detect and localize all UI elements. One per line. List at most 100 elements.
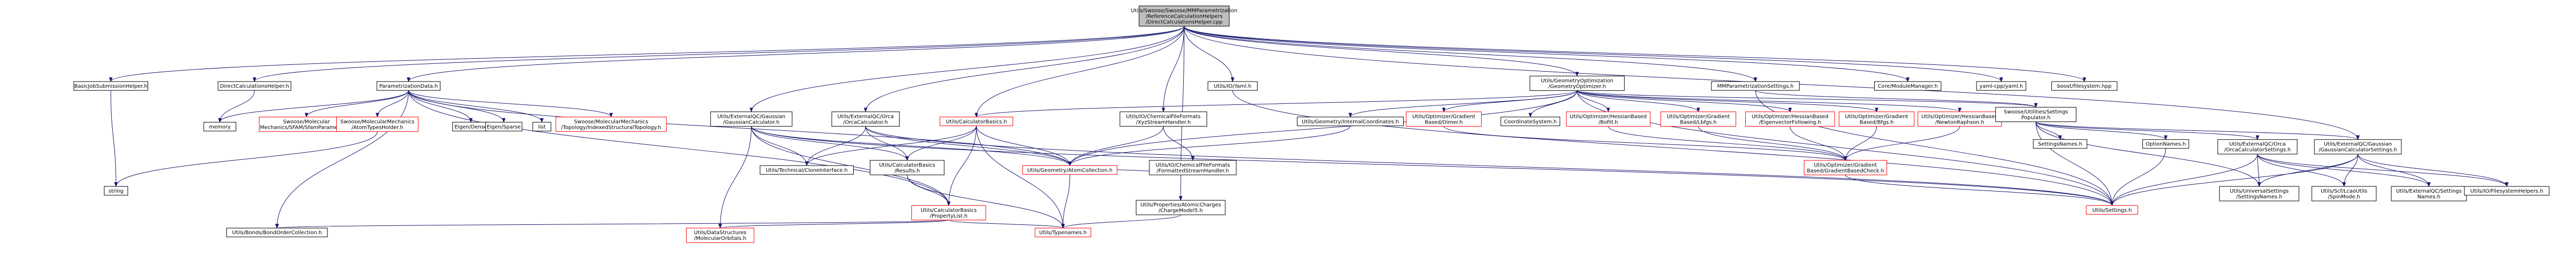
node-box[interactable] xyxy=(376,81,441,91)
node-box[interactable] xyxy=(2219,186,2299,201)
node-box[interactable] xyxy=(2033,139,2087,149)
node-gaussiancalc[interactable]: Utils/ExternalQC/Gaussian/GaussianCalcul… xyxy=(710,111,793,127)
node-basicjob[interactable]: BasicJobSubmissionHelper.h xyxy=(73,81,148,91)
node-box[interactable] xyxy=(1566,111,1651,127)
node-box[interactable] xyxy=(2142,139,2189,149)
node-memory[interactable]: memory xyxy=(203,122,237,131)
node-settingsh[interactable]: Utils/Settings.h xyxy=(2086,205,2138,215)
node-box[interactable] xyxy=(1803,160,1887,176)
node-directcalc[interactable]: DirectCalculationsHelper.h xyxy=(217,81,292,91)
node-fshelpers[interactable]: Utils/IO/FilesystemHelpers.h xyxy=(2464,186,2549,196)
node-formattedhandler[interactable]: Utils/IO/ChemicalFileFormats/FormattedSt… xyxy=(1149,160,1237,176)
node-yamlcpp[interactable]: yaml-cpp/yaml.h xyxy=(1976,81,2026,91)
node-molorbitals[interactable]: Utils/DataStructures/MolecularOrbitals.h xyxy=(686,227,754,243)
node-box[interactable] xyxy=(2311,186,2377,201)
node-box[interactable] xyxy=(1745,111,1835,127)
node-box[interactable] xyxy=(2086,205,2138,215)
node-box[interactable] xyxy=(2217,139,2298,155)
node-gradientbasedcheck[interactable]: Utils/Optimizer/GradientBased/GradientBa… xyxy=(1803,160,1887,176)
node-evfollow[interactable]: Utils/Optimizer/HessianBased/Eigenvector… xyxy=(1745,111,1835,127)
edge-gaussiansettings-to-fshelpers xyxy=(2357,154,2509,187)
node-box[interactable] xyxy=(1976,81,2026,91)
node-xyzhandler[interactable]: Utils/IO/ChemicalFileFormats/XyzStreamHa… xyxy=(1119,111,1207,127)
node-box[interactable] xyxy=(1022,165,1118,175)
node-box[interactable] xyxy=(217,81,292,91)
node-box[interactable] xyxy=(1207,81,1258,91)
edge-internalcoords-to-atomcollection xyxy=(1068,126,1351,166)
node-box[interactable] xyxy=(336,116,419,132)
node-box[interactable] xyxy=(1406,111,1482,127)
node-eigendense[interactable]: Eigen/Dense xyxy=(452,122,490,131)
node-box[interactable] xyxy=(1297,116,1404,126)
node-box[interactable] xyxy=(532,122,552,131)
node-boostfs[interactable]: boost/filesystem.hpp xyxy=(2051,81,2117,91)
node-box[interactable] xyxy=(1035,227,1091,237)
node-box[interactable] xyxy=(1874,81,1942,91)
node-spinmode[interactable]: Utils/Scf/LcaoUtils/SpinMode.h xyxy=(2311,186,2377,201)
node-coordsystem[interactable]: CoordinateSystem.h xyxy=(1500,116,1560,126)
node-box[interactable] xyxy=(2464,186,2549,196)
node-box[interactable] xyxy=(1529,75,1625,91)
node-atomtypes[interactable]: Swoose/MolecularMechanics/AtomTypesHolde… xyxy=(336,116,419,132)
node-box[interactable] xyxy=(710,111,793,127)
node-geoopt[interactable]: Utils/GeometryOptimization/GeometryOptim… xyxy=(1529,75,1625,91)
node-box[interactable] xyxy=(555,116,667,132)
node-box[interactable] xyxy=(831,111,900,127)
node-box[interactable] xyxy=(1119,111,1207,127)
node-box[interactable] xyxy=(226,227,328,237)
node-internalcoords[interactable]: Utils/Geometry/InternalCoordinates.h xyxy=(1297,116,1404,126)
node-box[interactable] xyxy=(1149,160,1237,176)
node-paramdata[interactable]: ParametrizationData.h xyxy=(376,81,441,91)
node-orcacalc[interactable]: Utils/ExternalQC/Orca/OrcaCalculator.h xyxy=(831,111,900,127)
node-techclone[interactable]: Utils/Technical/CloneInterface.h xyxy=(760,165,854,175)
node-universalsettings[interactable]: Utils/UniversalSettings/SettingsNames.h xyxy=(2219,186,2299,201)
node-box[interactable] xyxy=(870,160,945,176)
node-eigensparse[interactable]: Eigen/Sparse xyxy=(485,122,522,131)
node-box[interactable] xyxy=(1139,5,1230,26)
node-mmparamsettings[interactable]: MMParametrizationSettings.h xyxy=(1711,81,1800,91)
node-calcbasics[interactable]: Utils/CalculatorBasics.h xyxy=(939,116,1013,126)
node-list[interactable]: list xyxy=(532,122,552,131)
node-gaussiansettings[interactable]: Utils/ExternalQC/Gaussian/GaussianCalcul… xyxy=(2314,139,2402,155)
node-box[interactable] xyxy=(2391,186,2467,201)
nodes: Utils/Swoose/Swoose/MMParametrization/Re… xyxy=(73,5,2549,243)
node-bofill[interactable]: Utils/Optimizer/HessianBased/Bofill.h xyxy=(1566,111,1651,127)
node-box[interactable] xyxy=(2314,139,2402,155)
node-extqcsettingsnames[interactable]: Utils/ExternalQC/SettingsNames.h xyxy=(2391,186,2467,201)
node-box[interactable] xyxy=(73,81,148,91)
node-atomcollection[interactable]: Utils/Geometry/AtomCollection.h xyxy=(1022,165,1118,175)
node-topology[interactable]: Swoose/MolecularMechanics/Topology/Index… xyxy=(555,116,667,132)
node-box[interactable] xyxy=(1500,116,1560,126)
node-orcasettings[interactable]: Utils/ExternalQC/Orca/OrcaCalculatorSett… xyxy=(2217,139,2298,155)
node-gradbfgs[interactable]: Utils/Optimizer/GradientBased/Lbfgs.h xyxy=(1660,111,1736,127)
node-box[interactable] xyxy=(1135,200,1226,215)
node-typenames[interactable]: Utils/Typenames.h xyxy=(1035,227,1091,237)
node-utilsxtb[interactable]: Utils/IO/Yaml.h xyxy=(1207,81,1258,91)
node-settingsnames[interactable]: SettingsNames.h xyxy=(2033,139,2087,149)
node-root[interactable]: Utils/Swoose/Swoose/MMParametrization/Re… xyxy=(1131,5,1237,26)
node-optionnames[interactable]: OptionNames.h xyxy=(2142,139,2189,149)
node-coremodule[interactable]: Core/ModuleManager.h xyxy=(1874,81,1942,91)
node-propertylist[interactable]: Utils/CalculatorBasics/PropertyList.h xyxy=(911,205,986,221)
node-gradientdimer[interactable]: Utils/Optimizer/GradientBased/Dimer.h xyxy=(1406,111,1482,127)
node-box[interactable] xyxy=(1838,111,1915,127)
node-box[interactable] xyxy=(939,116,1013,126)
node-box[interactable] xyxy=(760,165,854,175)
node-box[interactable] xyxy=(103,186,128,196)
node-calcresults[interactable]: Utils/CalculatorBasics/Results.h xyxy=(870,160,945,176)
node-box[interactable] xyxy=(485,122,522,131)
node-box[interactable] xyxy=(203,122,237,131)
node-box[interactable] xyxy=(2051,81,2117,91)
node-box[interactable] xyxy=(1995,107,2076,123)
node-box[interactable] xyxy=(911,205,986,221)
node-chargemodel[interactable]: Utils/Properties/AtomicCharges/ChargeMod… xyxy=(1135,200,1226,215)
node-newton[interactable]: Utils/Optimizer/HessianBased/NewtonRaphs… xyxy=(1917,111,2002,127)
node-bfgs[interactable]: Utils/Optimizer/GradientBased/Bfgs.h xyxy=(1838,111,1915,127)
node-box[interactable] xyxy=(686,227,754,243)
node-bondorder[interactable]: Utils/Bonds/BondOrderCollection.h xyxy=(226,227,328,237)
node-string[interactable]: string xyxy=(103,186,128,196)
node-box[interactable] xyxy=(1917,111,2002,127)
node-box[interactable] xyxy=(1711,81,1800,91)
node-box[interactable] xyxy=(1660,111,1736,127)
